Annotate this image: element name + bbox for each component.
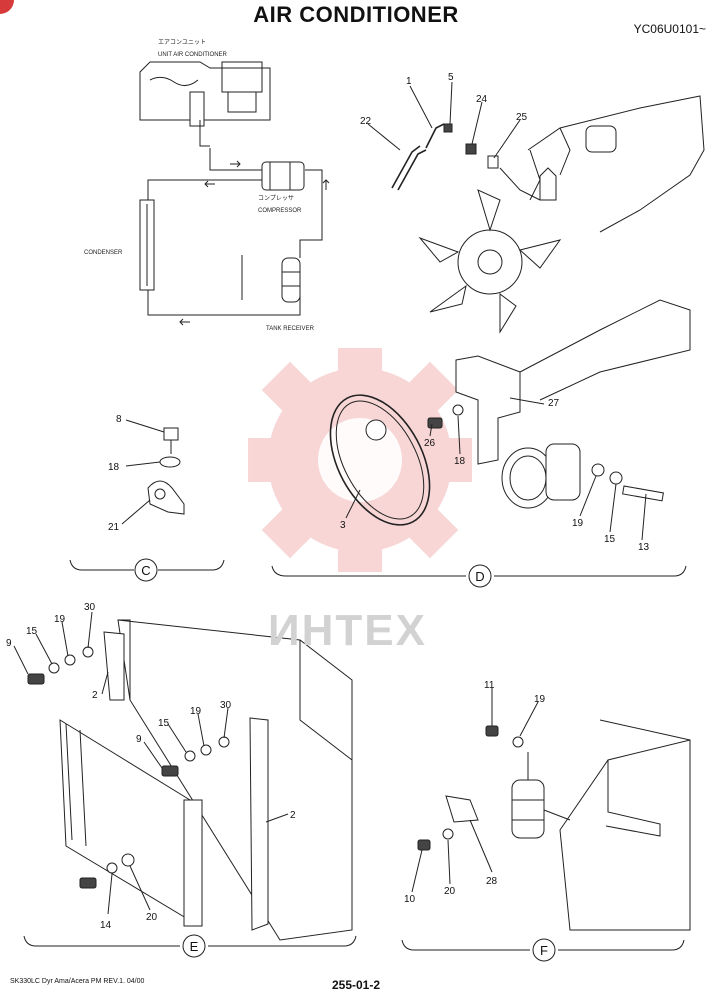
callout-d-19: 19 [572,518,584,529]
callout-f-20: 20 [444,886,456,897]
label-unit-jp: エアコンユニット [158,39,206,46]
callout-d-22: 22 [360,116,372,127]
bracket-28 [445,795,479,823]
compressor-bracket [455,355,521,465]
section-e-drawing [27,619,353,941]
receiver-drier [511,779,545,839]
callout-d-25: 25 [516,112,528,123]
callout-c-21: 21 [108,522,120,533]
section-e-label: E [190,939,199,954]
section-brackets: C D E F [23,558,687,962]
clip-21 [147,480,185,515]
callout-e-30a: 30 [84,602,96,613]
callout-e-2a: 2 [92,690,98,701]
callout-f-28: 28 [486,876,498,887]
frame-f [559,739,691,931]
callout-e-15a: 15 [26,626,38,637]
callout-e-19a: 19 [54,614,66,625]
v-belt-3 [329,394,431,526]
section-c-marker [134,558,158,582]
section-d-label: D [475,569,484,584]
section-c-label: C [141,563,150,578]
callout-labels: 22 1 5 24 25 27 26 18 3 19 15 13 8 18 21… [6,72,650,931]
callout-c-18: 18 [108,462,120,473]
callout-d-13: 13 [638,542,650,553]
callout-f-19: 19 [534,694,546,705]
section-c-drawing [147,427,185,515]
callout-e-30b: 30 [220,700,232,711]
callout-d-24: 24 [476,94,488,105]
section-d-marker [468,564,492,588]
callout-d-27: 27 [548,398,560,409]
label-compressor-en: COMPRESSOR [258,208,302,214]
callout-d-15: 15 [604,534,616,545]
pipe-1 [425,123,445,149]
callout-c-8: 8 [116,414,122,425]
callout-e-9a: 9 [6,638,12,649]
callout-e-2b: 2 [290,810,296,821]
bracket-2-lower [249,717,269,931]
callout-d-1: 1 [406,76,412,87]
leader-lines [13,81,647,915]
section-f-label: F [540,943,548,958]
page-number: 255-01-2 [331,978,381,992]
watermark-gear-icon [248,348,472,572]
watermark-text: ИНТЕХ [268,606,427,655]
bracket-2-upper [103,631,125,701]
section-e-marker [182,934,206,958]
label-compressor-jp: コンプレッサ [258,195,294,202]
callout-d-3: 3 [340,520,346,531]
section-d-drawing [329,95,705,526]
callout-d-26: 26 [424,438,436,449]
callout-e-20: 20 [146,912,158,923]
page-title: AIR CONDITIONER [253,2,459,27]
callout-e-15b: 15 [158,718,170,729]
callout-f-11: 11 [484,680,495,691]
receiver-tank [281,257,301,303]
section-f-drawing [417,719,691,931]
label-receiver: TANK RECEIVER [266,326,315,332]
label-unit-en: UNIT AIR CONDITIONER [158,52,228,58]
label-condenser: CONDENSER [84,250,123,256]
section-f-marker [532,938,556,962]
corner-logo-icon [0,0,14,14]
callout-d-5: 5 [448,72,454,83]
hose-22 [391,145,421,189]
callout-f-10: 10 [404,894,416,905]
footer-doc-ref: SK330LC Dyr Ama/Acera PM REV.1. 04/00 [10,978,145,985]
callout-d-18: 18 [454,456,466,467]
compressor-schematic [261,161,305,191]
callout-e-9b: 9 [136,734,142,745]
callout-e-14: 14 [100,920,112,931]
callout-e-19b: 19 [190,706,202,717]
ac-unit [139,61,271,121]
ac-schematic: エアコンユニット UNIT AIR CONDITIONER コンプレッサ COM… [84,39,330,332]
serial-range: YC06U0101~ [633,22,706,36]
